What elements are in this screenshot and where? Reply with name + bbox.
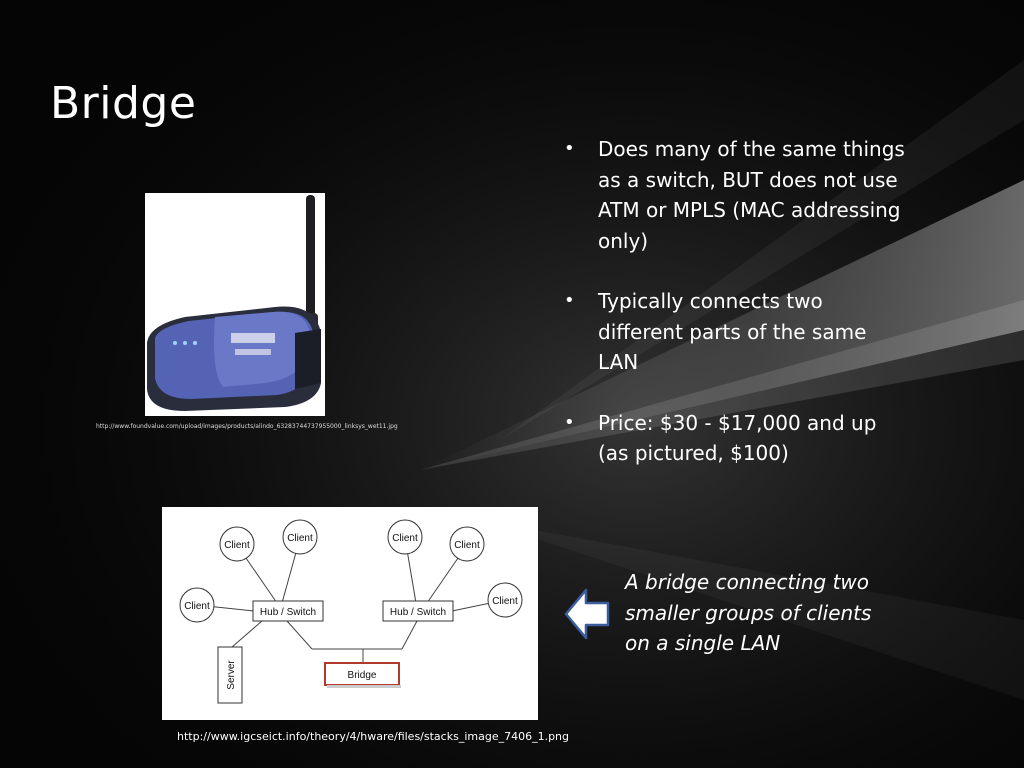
bullet-item: • Price: $30 - $17,000 and up (as pictur… xyxy=(562,408,907,469)
wireless-router-icon xyxy=(145,193,325,416)
left-arrow-icon xyxy=(564,588,610,640)
client-label: Client xyxy=(392,533,418,544)
hub-switch-node: Hub / Switch xyxy=(382,600,454,622)
client-label: Client xyxy=(454,540,480,551)
bullet-list: • Does many of the same things as a swit… xyxy=(562,134,907,499)
bullet-dot-icon: • xyxy=(564,138,575,159)
hub-switch-node: Hub / Switch xyxy=(252,600,324,622)
bullet-item: • Does many of the same things as a swit… xyxy=(562,134,907,256)
client-label: Client xyxy=(224,540,250,551)
server-node: Server xyxy=(217,646,243,704)
photo-source-url: http://www.foundvalue.com/upload/images/… xyxy=(96,423,398,430)
hub-label: Hub / Switch xyxy=(390,607,446,618)
slide-title: Bridge xyxy=(50,78,197,129)
client-node: Client xyxy=(219,526,255,562)
client-node: Client xyxy=(487,582,523,618)
server-label: Server xyxy=(226,660,237,690)
network-diagram: Client Client Client Client Client Clien… xyxy=(162,507,538,720)
client-node: Client xyxy=(387,519,423,555)
diagram-source-url: http://www.igcseict.info/theory/4/hware/… xyxy=(177,730,570,743)
bridge-node: Bridge xyxy=(324,662,401,688)
client-node: Client xyxy=(449,526,485,562)
router-photo xyxy=(145,193,325,416)
bullet-dot-icon: • xyxy=(564,290,575,311)
client-label: Client xyxy=(287,533,313,544)
diagram-caption: A bridge connecting two smaller groups o… xyxy=(625,570,872,655)
bullet-item: • Typically connects two different parts… xyxy=(562,286,907,378)
bullet-text: Does many of the same things as a switch… xyxy=(598,137,905,253)
client-node: Client xyxy=(282,519,318,555)
hub-label: Hub / Switch xyxy=(260,607,316,618)
client-label: Client xyxy=(492,596,518,607)
client-node: Client xyxy=(179,587,215,623)
bullet-dot-icon: • xyxy=(564,411,575,433)
bullet-text: Typically connects two different parts o… xyxy=(598,289,867,374)
client-label: Client xyxy=(184,601,210,612)
bullet-text: Price: $30 - $17,000 and up (as pictured… xyxy=(598,410,877,466)
bridge-label: Bridge xyxy=(348,670,377,681)
